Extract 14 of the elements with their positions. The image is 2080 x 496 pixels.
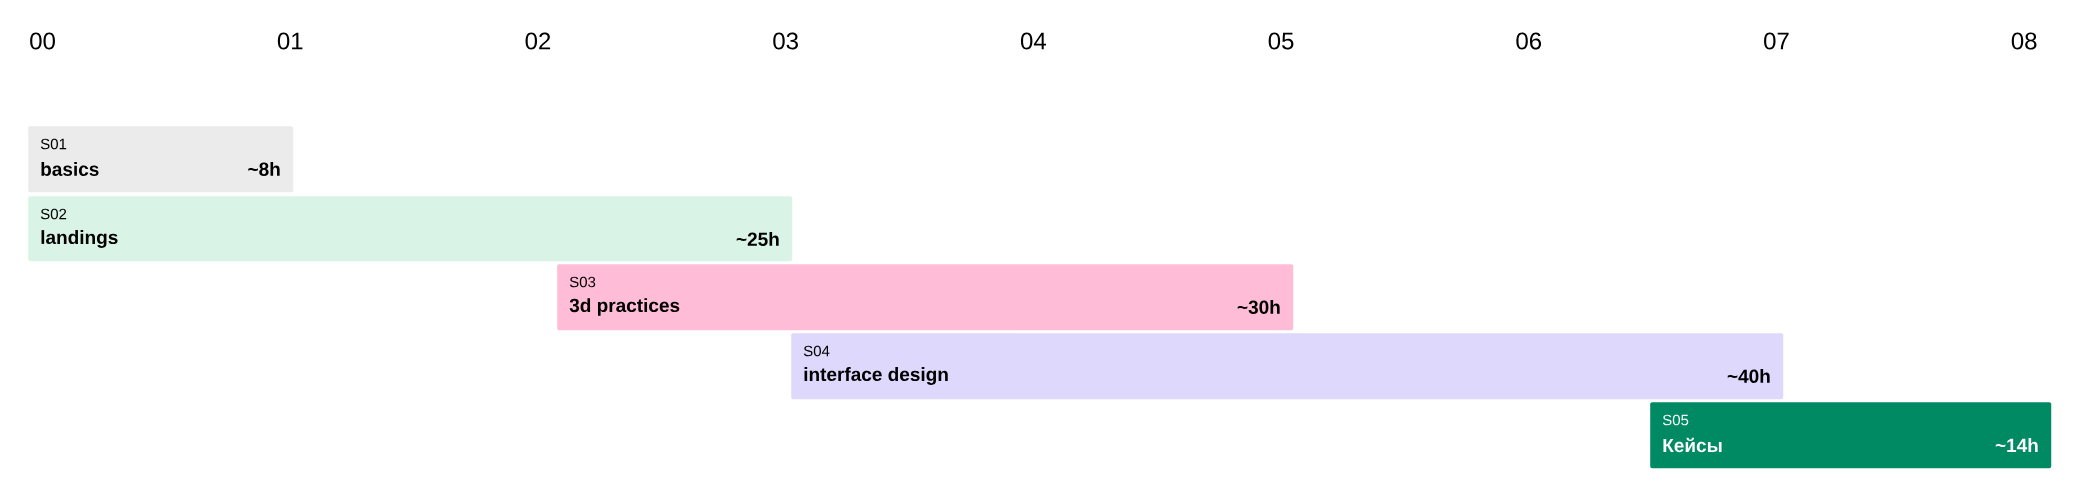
- tick-label: 07: [1764, 32, 1789, 50]
- task-bar: S03 3d practices ~30h: [557, 264, 1294, 331]
- tick-label: 04: [1020, 32, 1046, 50]
- tick-label: 03: [773, 32, 798, 50]
- tick-label: 02: [525, 32, 551, 50]
- tick-label: 01: [277, 32, 303, 50]
- task-bar: S02 landings ~25h: [28, 196, 793, 262]
- task-bar: S01 basics ~8h: [28, 126, 294, 193]
- tick-label: 06: [1516, 32, 1542, 50]
- tick-label: 08: [2011, 32, 2037, 50]
- task-bar: S05 Кейсы ~14h: [1650, 402, 2052, 469]
- tick-label: 05: [1268, 32, 1294, 50]
- task-bar: S04 interface design ~40h: [791, 333, 1784, 400]
- tick-label: 00: [30, 32, 55, 50]
